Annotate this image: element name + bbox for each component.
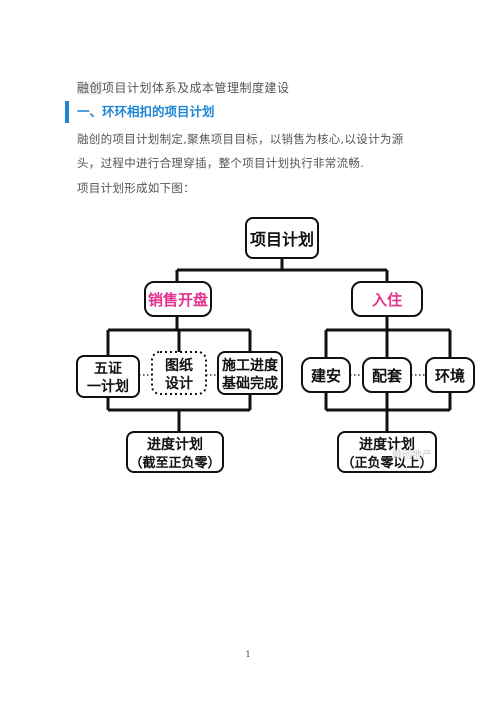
document-title: 融创项目计划体系及成本管理制度建设 — [77, 79, 290, 96]
paragraph-line-3: 项目计划形成如下图： — [77, 181, 195, 195]
paragraph-line-2: 头，过程中进行合理穿插，整个项目计划执行非常流畅. — [77, 156, 365, 170]
right-bottom-line1: 进度计划 — [359, 436, 415, 453]
left-bottom-line2: （截至正负零） — [129, 455, 220, 471]
left-bottom-line1: 进度计划 — [147, 436, 203, 453]
left-child-2-box — [151, 351, 207, 395]
left-bottom-box — [126, 431, 224, 473]
connector-lines — [106, 258, 452, 432]
left-child-1-box — [76, 355, 140, 398]
left-child-3-line1: 施工进度 — [222, 357, 279, 374]
right-child-2-box — [362, 357, 412, 393]
page-number: 1 — [245, 650, 251, 659]
right-bottom-box — [337, 431, 437, 473]
left-child-3-line2: 基础完成 — [222, 375, 278, 392]
section-heading: 一、环环相扣的项目计划 — [65, 101, 215, 123]
branch-left-label: 销售开盘 — [148, 291, 208, 309]
left-child-2-line1: 图纸 — [165, 357, 193, 374]
title-highlight: 融创 — [77, 81, 103, 95]
root-node-box — [245, 217, 319, 259]
left-child-2-line2: 设计 — [165, 375, 193, 392]
right-bottom-line2: （正负零以上） — [341, 455, 432, 471]
title-rest: 项目计划体系及成本管理制度建设 — [102, 81, 290, 95]
right-child-3-box — [425, 357, 475, 393]
left-child-1-line2: 一计划 — [87, 378, 129, 395]
left-child-1-line1: 五证 — [94, 361, 122, 377]
root-node-label: 项目计划 — [250, 230, 314, 249]
right-child-2-label: 配套 — [372, 367, 403, 385]
branch-right-box — [351, 281, 423, 317]
right-child-3-label: 环境 — [435, 367, 465, 385]
right-child-1-label: 建安 — [311, 367, 341, 385]
branch-right-label: 入住 — [372, 291, 402, 309]
right-child-1-box — [301, 357, 351, 393]
branch-left-box — [144, 281, 212, 317]
paragraph-line-1: 融创的项目计划制定,聚焦项目目标，以销售为核心,以设计为源 — [77, 132, 404, 146]
left-child-3-box — [217, 351, 283, 395]
watermark: 融创地产 — [392, 448, 432, 461]
